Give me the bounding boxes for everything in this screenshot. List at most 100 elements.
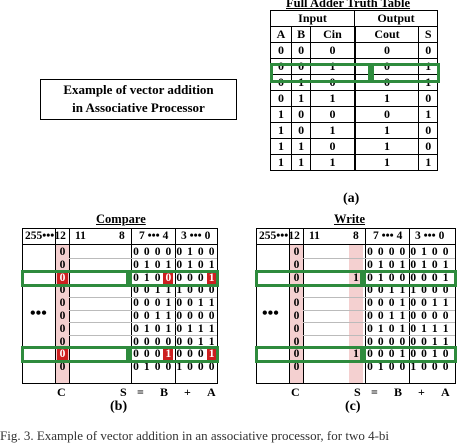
write-match-frame [255,346,363,364]
compare-bit-cell: 1 [187,258,193,271]
compare-bit-cell: 0 [208,246,215,258]
compare-bit-cell: 0 [133,361,139,374]
write-bit-cell: 0 [431,310,438,322]
compare-bit-cell: 0 [133,246,139,258]
write-bit-cell: 0 [388,271,395,284]
compare-bit-cell: 1 [206,348,217,361]
compare-bit-cell: 0 [143,310,150,322]
truth-table-cell: 1 [418,106,438,123]
compare-bit-cell: 0 [163,271,174,284]
compare-carry-cell: 0 [59,284,66,297]
truth-table-cell: 0 [290,122,312,139]
write-bit-cell: 1 [377,361,384,374]
write-bit-cell: 0 [377,284,384,297]
write-bit-cell: 0 [367,310,373,322]
compare-header-label: 8 [119,230,125,242]
compare-bit-cell: 0 [208,361,215,374]
write-bit-cell: 0 [421,310,427,322]
caption-a: (a) [343,191,360,206]
write-bit-cell: 0 [377,335,384,348]
compare-bit-cell: 0 [133,310,139,322]
write-bit-cell: 1 [399,258,406,271]
write-bit-cell: 0 [421,271,427,284]
write-column-divider [365,229,366,383]
compare-match-frame [21,346,129,364]
compare-bit-cell: 0 [133,284,139,297]
truth-table-col-header: Cout [353,26,420,43]
write-header-label: 3 ••• 0 [415,230,445,242]
compare-bit-cell: 0 [208,310,215,322]
write-bottom-label: = [371,385,378,399]
compare-bit-cell: 0 [154,348,161,361]
compare-bit-cell: 0 [154,361,161,374]
compare-bit-cell: 1 [197,335,204,348]
truth-table-cell: 0 [353,42,420,59]
write-bit-cell: 1 [410,284,417,297]
truth-table-cell: 1 [310,90,356,107]
compare-bottom-label: S [120,385,127,399]
write-bit-cell: 0 [442,348,449,361]
compare-bit-cell: 0 [197,310,204,322]
compare-bit-cell: 1 [165,322,172,335]
truth-table-cell: 0 [418,122,438,139]
truth-table-title: Full Adder Truth Table [286,0,411,10]
write-match-frame-word [363,269,457,287]
write-bit-cell: 1 [421,258,427,271]
caption-b: (b) [110,399,128,414]
write-carry-cell: 0 [293,258,300,271]
write-bit-cell: 0 [410,258,417,271]
compare-bit-cell: 1 [165,258,172,271]
compare-carry-cell: 0 [57,348,68,361]
write-column-divider [303,229,304,383]
compare-bottom-label: = [137,385,144,399]
write-bit-cell: 0 [410,297,417,310]
compare-bit-cell: 0 [197,284,204,297]
write-carry-cell: 0 [293,297,300,310]
write-carry-cell: 0 [293,335,300,348]
compare-bit-cell: 1 [154,310,161,322]
compare-bit-cell: 1 [143,361,150,374]
write-row-rule [303,335,455,337]
truth-table-cell: 0 [310,138,356,155]
write-bit-cell: 0 [421,284,427,297]
write-match-frame-word [363,346,457,364]
compare-bit-cell: 0 [187,284,193,297]
write-bit-cell: 0 [388,322,395,335]
write-bit-cell: 0 [377,246,384,258]
write-bit-cell: 0 [410,310,417,322]
write-bit-cell: 0 [367,284,373,297]
compare-bit-cell: 0 [187,297,193,310]
write-bit-cell: 1 [442,258,449,271]
compare-column-divider [55,229,56,383]
write-bit-cell: 1 [399,297,406,310]
compare-column-divider [69,229,70,383]
write-bit-cell: 0 [377,297,384,310]
compare-bit-cell: 1 [208,258,215,271]
compare-bit-cell: 0 [165,335,172,348]
write-bit-cell: 1 [421,246,427,258]
truth-table-col-header: B [290,26,312,43]
write-bit-cell: 0 [388,361,395,374]
compare-bit-cell: 0 [165,246,172,258]
write-bit-cell: 0 [442,246,449,258]
output-highlight-box [371,63,440,83]
compare-header-rule [23,244,217,245]
compare-bit-cell: 0 [133,297,139,310]
compare-bit-cell: 1 [143,258,150,271]
compare-carry-cell: 0 [59,297,66,310]
write-bit-cell: 0 [421,361,427,374]
compare-row-rule [69,296,217,298]
write-bit-cell: 0 [367,361,373,374]
write-header-rule [257,244,455,245]
truth-table-cell: 1 [290,90,312,107]
compare-bit-cell: 1 [165,284,172,297]
write-bit-cell: 0 [421,297,427,310]
compare-match-frame-word [129,269,219,287]
truth-table-cell: 1 [270,138,292,155]
compare-header-label: 11 [75,230,86,242]
compare-bit-cell: 0 [187,271,193,284]
